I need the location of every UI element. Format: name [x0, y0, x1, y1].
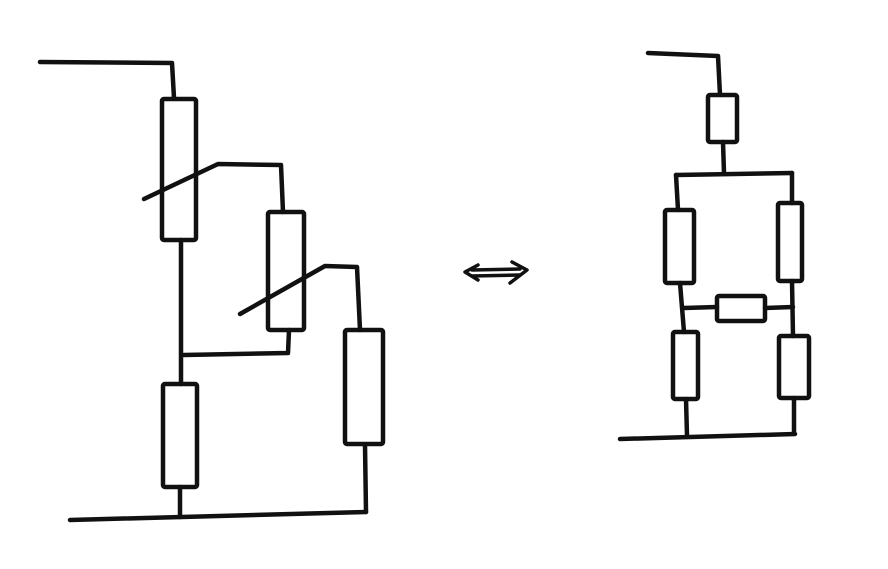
bridge-wire-right [762, 304, 796, 311]
variable-resistor-top [159, 96, 199, 243]
ground-wire-right [617, 431, 798, 442]
slider-middle [237, 263, 363, 333]
variable-resistor-middle [265, 209, 307, 333]
resistor-bridge-top-right [775, 200, 805, 284]
resistor-series-top [705, 92, 740, 145]
input-wire-left [37, 59, 177, 101]
bridge-wire-left [681, 304, 720, 311]
resistor-bottom-left [160, 381, 200, 490]
left-circuit [37, 59, 386, 523]
top-rail [673, 170, 795, 178]
input-wire-right [645, 50, 723, 98]
bottom-left-drop [683, 396, 690, 439]
resistor-right-branch [342, 327, 386, 447]
resistor-bridge-bottom-left [670, 329, 701, 402]
top-rail-left-drop [673, 172, 681, 213]
resistor-bridge-top-left [662, 207, 697, 286]
resistor-bridge-bottom-right [776, 333, 812, 401]
drop-wire-right-branch [362, 442, 369, 515]
ground-wire-left [67, 509, 369, 523]
slider-top [141, 161, 286, 215]
bypass-wire [181, 327, 292, 358]
right-circuit [617, 50, 812, 442]
top-node-wire [720, 139, 727, 176]
resistor-bridge-middle [714, 293, 768, 324]
equivalence-arrow-icon [463, 260, 529, 285]
